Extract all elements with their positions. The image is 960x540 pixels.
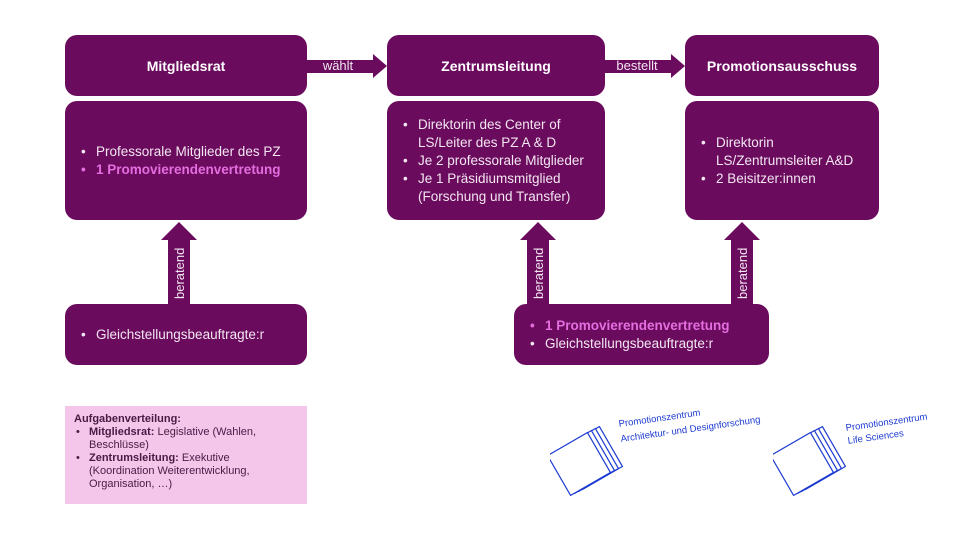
stacked-squares-icon (550, 425, 624, 497)
mitgliedsrat-member-list: Professorale Mitglieder des PZ 1 Promovi… (81, 143, 291, 179)
advisory-list-left: Gleichstellungsbeauftragte:r (81, 326, 291, 344)
advisory-box-right: 1 Promovierendenvertretung Gleichstellun… (514, 304, 769, 365)
task-distribution-note: Aufgabenverteilung: Mitgliedsrat: Legisl… (65, 406, 307, 504)
note-heading: Aufgabenverteilung: (74, 413, 181, 425)
zentrumsleitung-members-box: Direktorin des Center of LS/Leiter des P… (387, 101, 605, 220)
promotionsausschuss-members-box: Direktorin LS/Zentrumsleiter A&D 2 Beisi… (685, 101, 879, 220)
logo-architektur-design: Promotionszentrum Architektur- und Desig… (550, 405, 770, 505)
bestellt-label: bestellt (616, 58, 658, 73)
waehlt-arrow: wählt (307, 54, 387, 78)
note-item-text: Exekutive (Koordination Weiterentwicklun… (89, 452, 250, 490)
mitgliedsrat-members-box: Professorale Mitglieder des PZ 1 Promovi… (65, 101, 307, 220)
beratend-arrow-mid: beratend (520, 222, 556, 304)
list-item: Je 1 Präsidiumsmitglied (Forschung und T… (403, 170, 589, 206)
zentrumsleitung-member-list: Direktorin des Center of LS/Leiter des P… (403, 116, 589, 206)
list-item-highlight: 1 Promovierendenvertretung (530, 317, 753, 335)
zentrumsleitung-title: Zentrumsleitung (441, 57, 551, 74)
beratend-arrow-right: beratend (724, 222, 760, 304)
list-item: 2 Beisitzer:innen (701, 170, 863, 188)
promotionsausschuss-title: Promotionsausschuss (706, 57, 858, 74)
note-item-label: Zentrumsleitung: (89, 452, 179, 464)
advisory-box-left: Gleichstellungsbeauftragte:r (65, 304, 307, 365)
bestellt-arrow: bestellt (605, 54, 685, 78)
note-list: Mitgliedsrat: Legislative (Wahlen, Besch… (74, 426, 298, 491)
mitgliedsrat-header: Mitgliedsrat (65, 35, 307, 96)
promotionsausschuss-header: Promotionsausschuss (685, 35, 879, 96)
list-item: Professorale Mitglieder des PZ (81, 143, 291, 161)
advisory-list-right: 1 Promovierendenvertretung Gleichstellun… (530, 317, 753, 353)
list-item: Gleichstellungsbeauftragte:r (81, 326, 291, 344)
note-item: Zentrumsleitung: Exekutive (Koordination… (74, 452, 298, 491)
list-item-highlight: 1 Promovierendenvertretung (81, 161, 291, 179)
note-item: Mitgliedsrat: Legislative (Wahlen, Besch… (74, 426, 298, 452)
list-item: Gleichstellungsbeauftragte:r (530, 335, 753, 353)
note-item-label: Mitgliedsrat: (89, 426, 155, 438)
beratend-label: beratend (735, 247, 750, 299)
zentrumsleitung-header: Zentrumsleitung (387, 35, 605, 96)
list-item: Direktorin des Center of LS/Leiter des P… (403, 116, 589, 152)
beratend-arrow-left: beratend (161, 222, 197, 304)
beratend-label: beratend (172, 247, 187, 299)
logo-life-sciences: Promotionszentrum Life Sciences (773, 405, 953, 505)
promotionsausschuss-member-list: Direktorin LS/Zentrumsleiter A&D 2 Beisi… (701, 134, 863, 188)
list-item: Je 2 professorale Mitglieder (403, 152, 589, 170)
waehlt-label: wählt (322, 58, 354, 73)
beratend-label: beratend (531, 247, 546, 299)
mitgliedsrat-title: Mitgliedsrat (146, 57, 226, 74)
list-item: Direktorin LS/Zentrumsleiter A&D (701, 134, 863, 170)
note-item-text: Legislative (Wahlen, Beschlüsse) (89, 426, 257, 451)
stacked-squares-icon (773, 425, 847, 497)
